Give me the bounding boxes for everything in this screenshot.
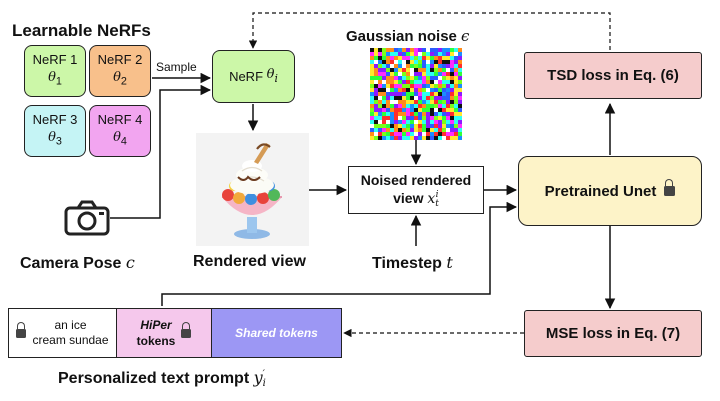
nerf-i-label: NeRF [229,69,264,84]
tsd-loss-box: TSD loss in Eq. (6) [524,52,702,99]
nerf-2-param: θ2 [113,70,127,88]
gaussian-noise-image [370,48,462,140]
nerf-4-label: NeRF 4 [97,112,143,128]
nerf-3-box: NeRF 3 θ3 [24,105,86,157]
nerf-i-box: NeRF θi [212,50,295,103]
nerf-1-param: θ1 [48,70,62,88]
pretrained-unet-box: Pretrained Unet [518,156,702,226]
shared-tokens-segment: Shared tokens [212,309,341,357]
lock-icon [181,321,192,338]
nerf-3-label: NeRF 3 [32,112,78,128]
camera-icon [64,200,110,236]
lock-icon [16,321,27,338]
pretrained-unet-label: Pretrained Unet [544,182,657,200]
noised-line1: Noised rendered [360,172,472,189]
sample-label: Sample [156,60,197,74]
personalized-prompt-label: Personalized text prompt y′i [58,368,266,389]
nerf-2-box: NeRF 2 θ2 [89,45,151,97]
learnable-nerfs-title: Learnable NeRFs [12,21,151,40]
nerf-3-param: θ3 [48,130,62,148]
mse-loss-box: MSE loss in Eq. (7) [524,310,702,357]
nerf-i-param: θi [266,67,278,85]
rendered-view-image [196,133,309,246]
nerf-1-label: NeRF 1 [32,52,78,68]
nerf-4-param: θ4 [113,130,127,148]
gaussian-noise-title: Gaussian noise ϵ [346,27,470,45]
nerf-4-box: NeRF 4 θ4 [89,105,151,157]
timestep-label: Timestep t [372,253,453,272]
camera-to-nerf-arrow [110,84,212,219]
rendered-view-label: Rendered view [193,253,306,270]
camera-pose-label: Camera Pose c [20,253,135,272]
prompt-to-unet-arrow [161,201,518,306]
lock-icon [664,179,676,196]
nerf-2-label: NeRF 2 [97,52,143,68]
nerf-1-box: NeRF 1 θ1 [24,45,86,97]
